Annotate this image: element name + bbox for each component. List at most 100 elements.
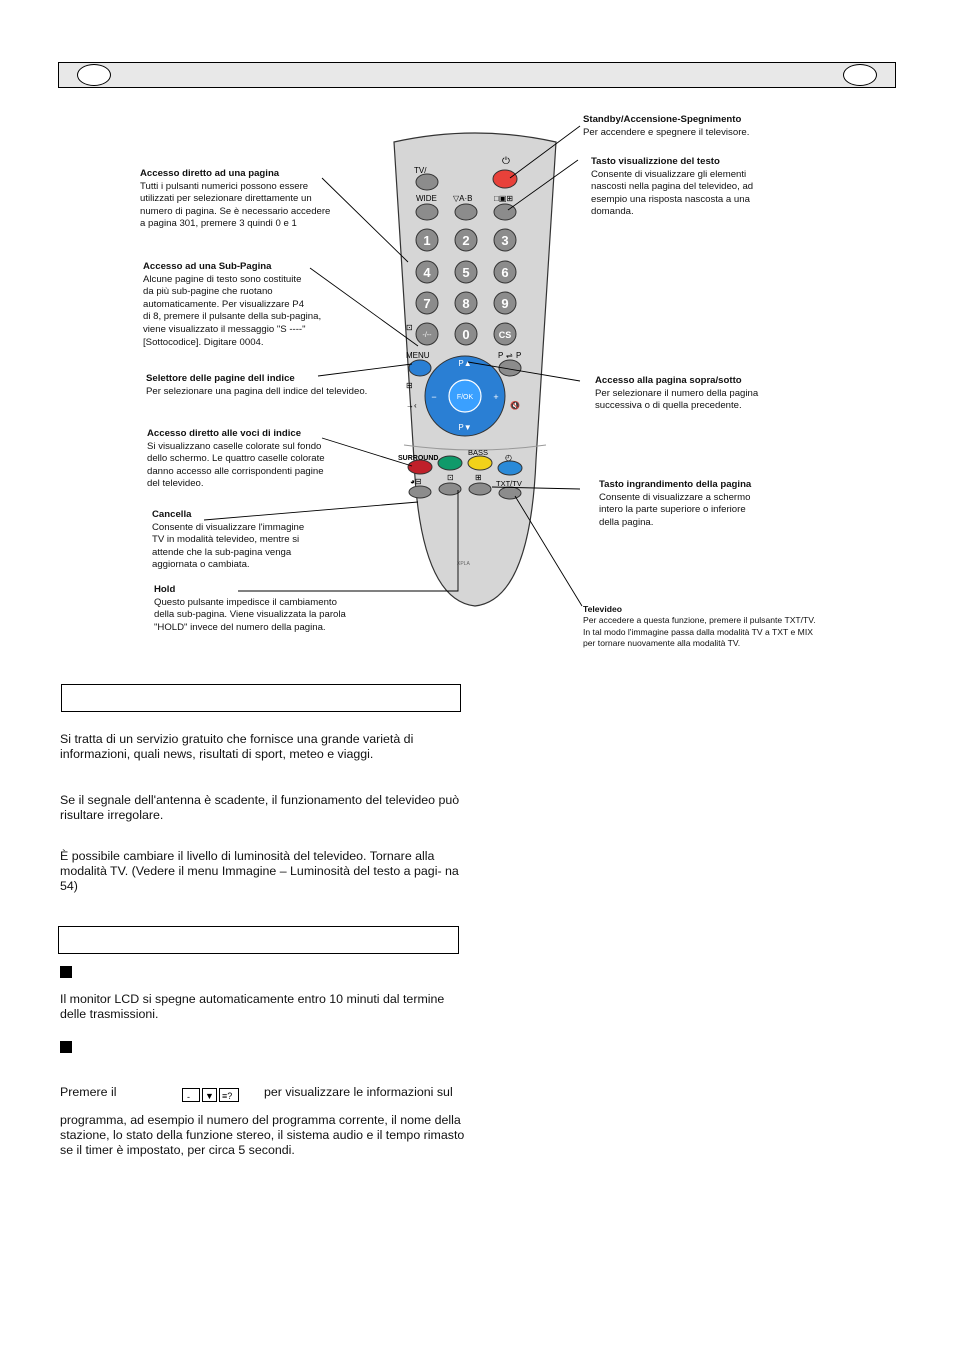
- cyan-fastext-button[interactable]: [498, 461, 522, 475]
- callout-updown-line: Per selezionare il numero della pagina: [595, 388, 805, 401]
- hold-button[interactable]: [439, 483, 461, 495]
- callout-hold: Hold Questo pulsante impedisce il cambia…: [154, 584, 384, 634]
- enlarge-button[interactable]: [469, 483, 491, 495]
- hold-icon: ⊡: [447, 473, 454, 482]
- mute-icon: 🔇: [510, 400, 520, 410]
- key-3-label: 3: [501, 233, 508, 248]
- callout-subpage-title: Accesso ad una Sub-Pagina: [143, 261, 363, 274]
- bullet-square-icon: [60, 966, 72, 978]
- callout-fastext-line: del televideo.: [147, 478, 367, 491]
- callout-fastext: Accesso diretto alle voci di indice Si v…: [147, 428, 367, 491]
- callout-hold-line: "HOLD" invece del numero della pagina.: [154, 622, 384, 635]
- key-0-label: 0: [462, 327, 469, 342]
- callout-cancel-line: aggiornata o cambiata.: [152, 559, 352, 572]
- callout-updown-line: successiva o di quella precedente.: [595, 400, 805, 413]
- callout-reveal-line: domanda.: [591, 206, 801, 219]
- svg-text:-: -: [187, 1092, 190, 1102]
- callout-hold-title: Hold: [154, 584, 384, 597]
- page-number-oval-right: [843, 64, 877, 86]
- callout-hold-line: della sub-pagina. Viene visualizzata la …: [154, 609, 384, 622]
- callout-updown-title: Accesso alla pagina sopra/sotto: [595, 375, 805, 388]
- model-label: XPLA: [457, 561, 470, 567]
- pp-button[interactable]: [499, 360, 521, 376]
- paragraph-press-label: Premere il: [60, 1085, 116, 1100]
- index-icon: ⊟: [406, 381, 413, 390]
- key-9-label: 9: [501, 296, 508, 311]
- callout-cancel-line: TV in modalità televideo, mentre si: [152, 534, 352, 547]
- paragraph-auto-off: Il monitor LCD si spegne automaticamente…: [60, 992, 465, 1022]
- callout-direct-page-line: numero di pagina. Se è necessario accede…: [140, 206, 370, 219]
- wide-button[interactable]: [416, 204, 438, 220]
- callout-index: Selettore delle pagine dell indice Per s…: [146, 373, 406, 398]
- callout-subpage-line: viene visualizzato il messaggio "S ----": [143, 324, 363, 337]
- callout-subpage-line: automaticamente. Per visualizzare P4: [143, 299, 363, 312]
- paragraph-teletext-intro: Si tratta di un servizio gratuito che fo…: [60, 732, 465, 762]
- callout-standby: Standby/Accensione-Spegnimento Per accen…: [583, 114, 813, 139]
- sleep-icon: →‹: [406, 401, 417, 410]
- callout-televideo: Televideo Per accedere a questa funzione…: [583, 604, 883, 650]
- key-8-label: 8: [462, 296, 469, 311]
- subpage-icon: ⊡: [406, 323, 413, 332]
- pp-label-right: P: [516, 351, 521, 360]
- enlarge-icon: ⊞: [475, 473, 482, 482]
- ab-button[interactable]: [455, 204, 477, 220]
- callout-televideo-line: per tornare nuovamente alla modalità TV.: [583, 638, 883, 649]
- callout-enlarge-line: intero la parte superiore o inferiore: [599, 504, 799, 517]
- page-header-bar: [58, 62, 896, 88]
- callout-cancel-line: Consente di visualizzare l'immagine: [152, 522, 352, 535]
- svg-text:≡?: ≡?: [222, 1091, 232, 1101]
- key-7-label: 7: [423, 296, 430, 311]
- callout-subpage-line: Alcune pagine di testo sono costituite: [143, 274, 363, 287]
- callout-enlarge-line: della pagina.: [599, 517, 799, 530]
- fok-label: F/OK: [457, 394, 474, 401]
- cancel-button[interactable]: [409, 486, 431, 498]
- p-up-label: P▲: [458, 359, 471, 368]
- callout-subpage-line: [Sottocodice]. Digitare 0004.: [143, 337, 363, 350]
- callout-enlarge-title: Tasto ingrandimento della pagina: [599, 479, 799, 492]
- remote-control-illustration: TV/ WIDE ▽A·B □▣⊞ ⏻ 1 2 3 4 5 6 7 8 9 0: [380, 130, 570, 610]
- callout-subpage-line: da più sub-pagine che ruotano: [143, 286, 363, 299]
- p-down-label: P▼: [458, 423, 471, 432]
- paragraph-programme-info: programma, ad esempio il numero del prog…: [60, 1113, 465, 1159]
- callout-fastext-line: dello schermo. Le quattro caselle colora…: [147, 453, 367, 466]
- section-heading-box-televideo: [61, 684, 461, 712]
- standby-button[interactable]: [493, 170, 517, 188]
- callout-reveal: Tasto visualizzione del testo Consente d…: [591, 156, 801, 219]
- callout-cancel: Cancella Consente di visualizzare l'imma…: [152, 509, 352, 572]
- vol-plus-label: +: [493, 392, 498, 402]
- tv-av-button[interactable]: [416, 174, 438, 190]
- key-5-label: 5: [462, 265, 469, 280]
- callout-enlarge-line: Consente di visualizzare a schermo: [599, 492, 799, 505]
- key-1-label: 1: [423, 233, 430, 248]
- paragraph-brightness: È possibile cambiare il livello di lumin…: [60, 849, 465, 895]
- menu-label: MENU: [406, 351, 430, 360]
- ab-label: ▽A·B: [453, 194, 473, 203]
- language-oval-left: [77, 64, 111, 86]
- red-fastext-button[interactable]: [408, 460, 432, 474]
- swap-arrows-icon: ⇌: [506, 351, 513, 360]
- callout-televideo-line: Per accedere a questa funzione, premere …: [583, 615, 883, 626]
- yellow-fastext-button[interactable]: [468, 456, 492, 470]
- reveal-button[interactable]: [494, 204, 516, 220]
- callout-standby-title: Standby/Accensione-Spegnimento: [583, 114, 813, 127]
- callout-updown: Accesso alla pagina sopra/sotto Per sele…: [595, 375, 805, 413]
- paragraph-antenna-signal: Se il segnale dell'antenna è scadente, i…: [60, 793, 465, 823]
- callout-hold-line: Questo pulsante impedisce il cambiamento: [154, 597, 384, 610]
- green-fastext-button[interactable]: [438, 456, 462, 470]
- vol-minus-label: −: [431, 392, 436, 402]
- key-2-label: 2: [462, 233, 469, 248]
- callout-index-title: Selettore delle pagine dell indice: [146, 373, 406, 386]
- callout-direct-page-line: utilizzati per selezionare direttamente …: [140, 193, 370, 206]
- menu-button[interactable]: [409, 360, 431, 376]
- power-symbol-icon: ⏻: [502, 156, 510, 167]
- key-6-label: 6: [501, 265, 508, 280]
- paragraph-info-display: per visualizzare le informazioni sul: [264, 1085, 453, 1100]
- callout-standby-line: Per accendere e spegnere il televisore.: [583, 127, 813, 140]
- bullet-square-icon: [60, 1041, 72, 1053]
- callout-cancel-title: Cancella: [152, 509, 352, 522]
- callout-fastext-line: danno accesso alle corrispondenti pagine: [147, 466, 367, 479]
- info-button-icon: - ▼ ≡?: [182, 1086, 242, 1104]
- callout-reveal-line: esempio una risposta nascosta a una: [591, 194, 801, 207]
- pp-label-left: P: [498, 351, 503, 360]
- txttv-button[interactable]: [499, 487, 521, 499]
